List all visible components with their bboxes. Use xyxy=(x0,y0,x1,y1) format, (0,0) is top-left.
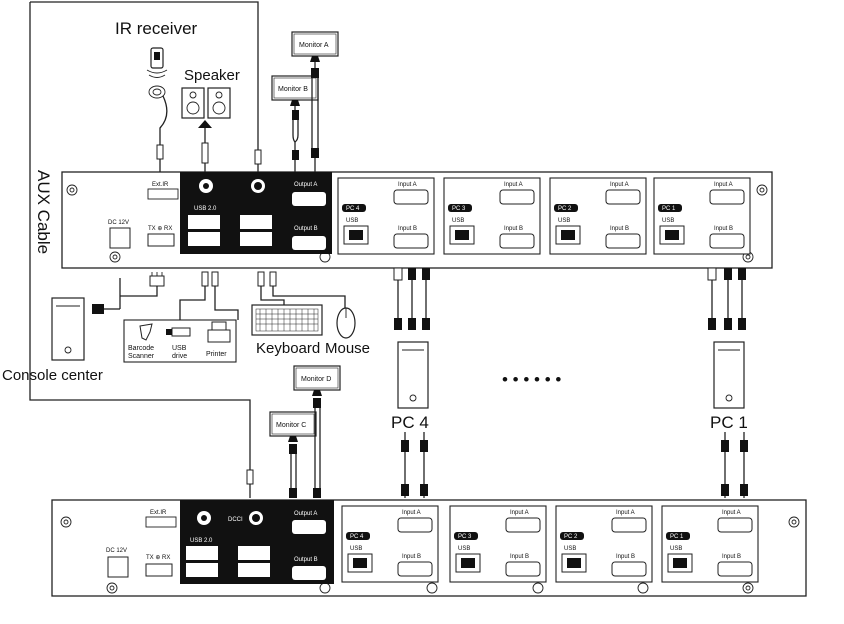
dc12v-label: DC 12V xyxy=(108,220,129,226)
svg-text:PC 1: PC 1 xyxy=(670,534,684,540)
svg-text:Input B: Input B xyxy=(722,554,741,560)
output-b-label: Output B xyxy=(294,557,318,563)
usb-drive-icon xyxy=(166,327,191,337)
mouse-label: Mouse xyxy=(325,340,370,357)
pc-tower-icon xyxy=(397,341,429,409)
svg-text:Input B: Input B xyxy=(610,226,629,232)
svg-text:PC 3: PC 3 xyxy=(452,206,466,212)
svg-text:USB: USB xyxy=(346,218,358,224)
pc-port-group: PC 2 USB Input A Input B xyxy=(555,505,653,583)
svg-text:Input B: Input B xyxy=(398,226,417,232)
pc-port-group: PC 3 USB Input A Input B xyxy=(449,505,547,583)
svg-text:Input A: Input A xyxy=(610,182,629,188)
kvm-unit-upper: Ext.IR DCCI DC 12V TX ⊕ RX USB 2.0 Outpu… xyxy=(61,171,773,269)
svg-text:USB: USB xyxy=(670,546,682,552)
svg-text:PC 2: PC 2 xyxy=(564,534,578,540)
kvm-unit-lower: Ext.IR DC 12V TX ⊕ RX DCCI USB 2.0 Outpu… xyxy=(51,499,807,597)
ext-ir-label: Ext.IR xyxy=(150,510,167,516)
pc-port-group: PC 2 USB Input A Input B xyxy=(549,177,647,255)
txrx-label: TX ⊕ RX xyxy=(146,555,170,561)
svg-text:Input A: Input A xyxy=(402,510,421,516)
monitor-a-label: Monitor A xyxy=(299,42,329,49)
barcode-label-1: Barcode xyxy=(128,345,154,352)
monitor-d-label: Monitor D xyxy=(301,376,331,383)
keyboard-label: Keyboard xyxy=(256,340,320,357)
svg-text:USB: USB xyxy=(452,218,464,224)
pc-port-group: PC 1 USB Input A Input B xyxy=(653,177,751,255)
aux-cable: AUX Cable xyxy=(29,1,262,498)
console-pc-icon xyxy=(51,278,121,361)
svg-text:USB: USB xyxy=(558,218,570,224)
pc-tower-icon xyxy=(713,341,745,409)
svg-text:USB: USB xyxy=(564,546,576,552)
svg-text:USB: USB xyxy=(662,218,674,224)
speaker-icon xyxy=(181,87,231,178)
svg-text:Input A: Input A xyxy=(714,182,733,188)
svg-text:Input A: Input A xyxy=(616,510,635,516)
ir-receiver-icon xyxy=(146,47,168,178)
pc1-label: PC 1 xyxy=(710,413,748,432)
hdmi-cable-icon xyxy=(289,398,321,498)
barcode-scanner-icon xyxy=(139,323,153,341)
speaker: Speaker xyxy=(181,67,240,178)
pc4-group: PC 4 xyxy=(391,267,430,498)
svg-text:Input B: Input B xyxy=(402,554,421,560)
keyboard-icon xyxy=(251,304,323,336)
pc-port-group: PC 1 USB Input A Input B xyxy=(661,505,759,583)
svg-text:Input A: Input A xyxy=(722,510,741,516)
svg-text:PC 4: PC 4 xyxy=(346,206,360,212)
txrx-label: TX ⊕ RX xyxy=(148,226,172,232)
monitor-d: Monitor D xyxy=(293,365,341,396)
ir-receiver-label: IR receiver xyxy=(115,19,198,38)
pc-port-group: PC 4 USB Input A Input B xyxy=(341,505,439,583)
svg-text:Input A: Input A xyxy=(504,182,523,188)
svg-text:USB: USB xyxy=(458,546,470,552)
pc-port-group: PC 4 USB Input A Input B xyxy=(337,177,435,255)
console-center-label: Console center xyxy=(2,367,103,384)
svg-text:Input B: Input B xyxy=(504,226,523,232)
svg-text:Input B: Input B xyxy=(510,554,529,560)
printer-label: Printer xyxy=(206,351,227,358)
ext-ir-label: Ext.IR xyxy=(152,182,169,188)
usb-drive-label-2: drive xyxy=(172,353,187,360)
svg-text:USB: USB xyxy=(350,546,362,552)
hdmi-cable-icon xyxy=(292,68,319,178)
console-center: Console center Barcode Scanner USB drive xyxy=(2,271,370,384)
more-pcs-dots: • • • • • • xyxy=(502,370,561,389)
ir-receiver: IR receiver xyxy=(115,19,198,178)
dcci-label: DCCI xyxy=(228,517,243,523)
usb-cable-icon xyxy=(120,271,346,320)
svg-text:PC 4: PC 4 xyxy=(350,534,364,540)
usb20-label: USB 2.0 xyxy=(190,538,213,544)
svg-text:Input A: Input A xyxy=(398,182,417,188)
monitor-b-label: Monitor B xyxy=(278,86,308,93)
pc4-label: PC 4 xyxy=(391,413,429,432)
usb20-label: USB 2.0 xyxy=(194,206,217,212)
monitor-c-label: Monitor C xyxy=(276,422,306,429)
output-b-label: Output B xyxy=(294,226,318,232)
output-a-label: Output A xyxy=(294,511,317,517)
pc1-group: PC 1 xyxy=(707,267,748,498)
speaker-label: Speaker xyxy=(184,67,240,84)
svg-text:PC 1: PC 1 xyxy=(662,206,676,212)
svg-text:Input B: Input B xyxy=(714,226,733,232)
monitor-c: Monitor C xyxy=(269,411,317,442)
svg-text:Input B: Input B xyxy=(616,554,635,560)
dc12v-label: DC 12V xyxy=(106,548,127,554)
monitor-b: Monitor B xyxy=(271,75,319,112)
aux-cable-label: AUX Cable xyxy=(34,170,53,254)
output-a-label: Output A xyxy=(294,182,317,188)
svg-text:PC 3: PC 3 xyxy=(458,534,472,540)
svg-text:Input A: Input A xyxy=(510,510,529,516)
barcode-label-2: Scanner xyxy=(128,353,155,360)
svg-text:PC 2: PC 2 xyxy=(558,206,572,212)
pc-port-group: PC 3 USB Input A Input B xyxy=(443,177,541,255)
printer-icon xyxy=(207,321,231,343)
monitor-a: Monitor A xyxy=(291,31,339,70)
usb-drive-label-1: USB xyxy=(172,345,187,352)
mouse-icon xyxy=(336,307,356,339)
